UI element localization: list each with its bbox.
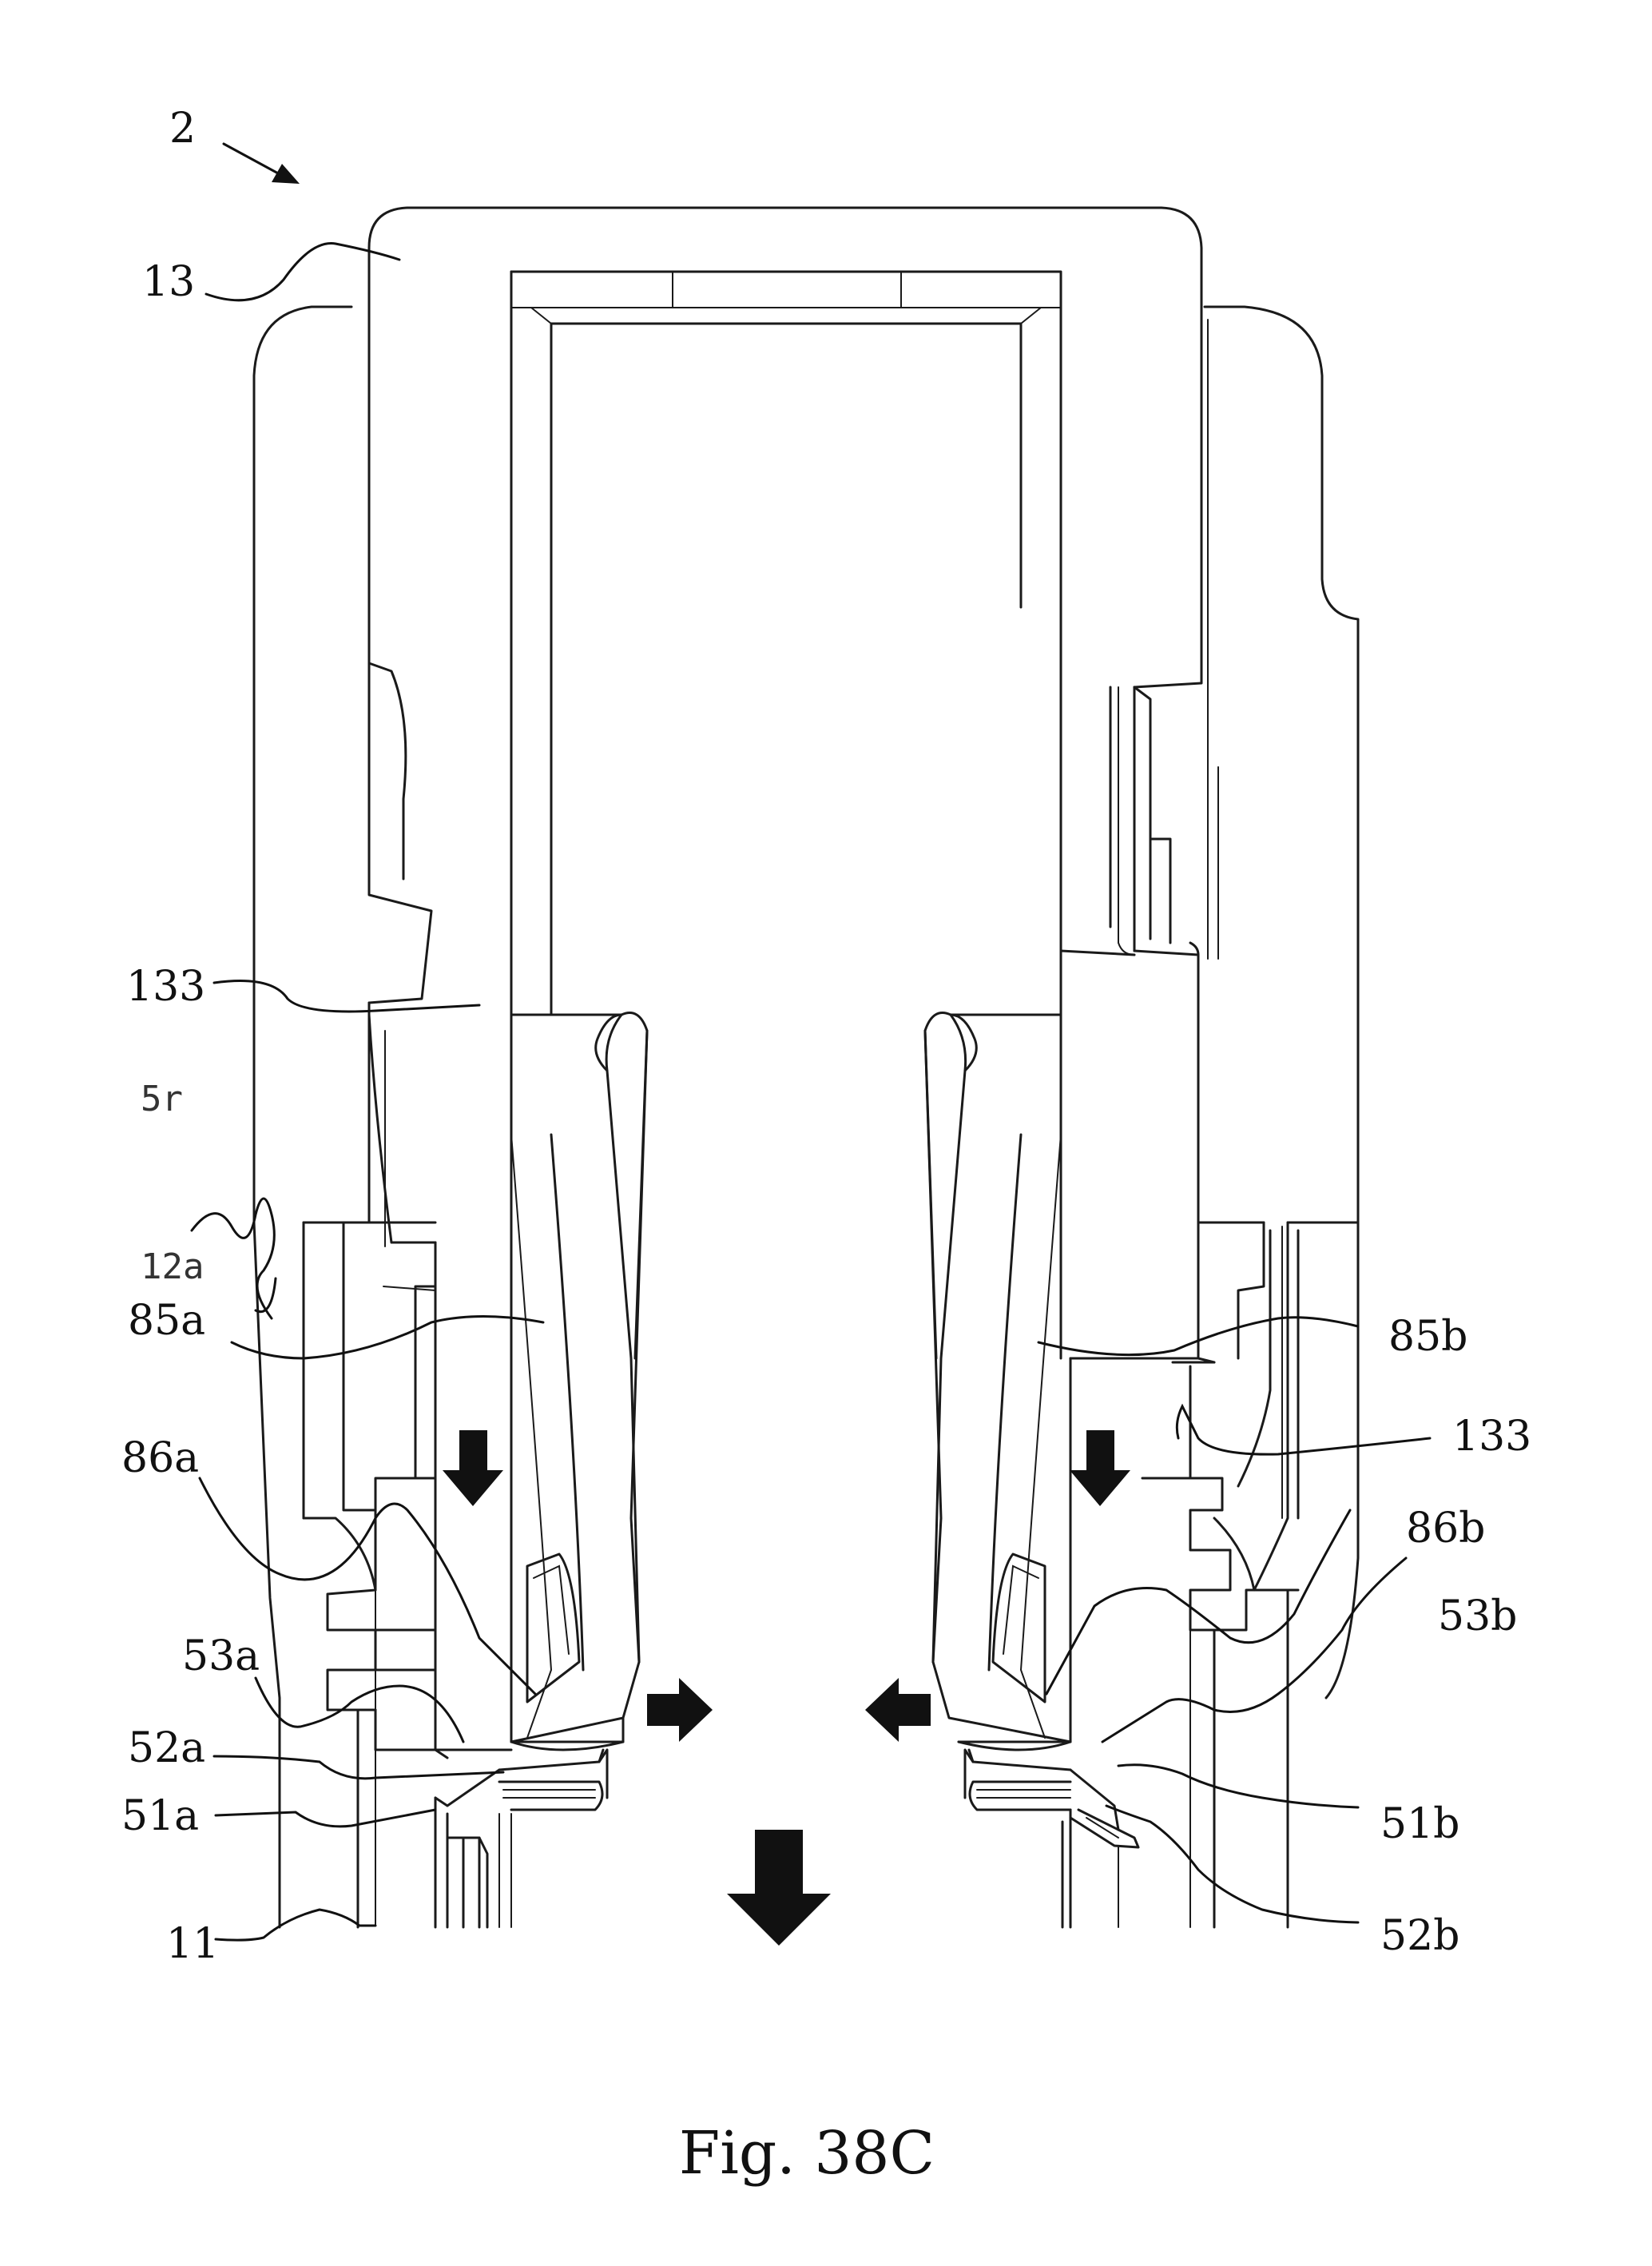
label-52b: 52b xyxy=(1380,1912,1459,1960)
down-arrow-left xyxy=(443,1430,503,1506)
label-53a: 53a xyxy=(182,1632,260,1680)
label-51b: 51b xyxy=(1380,1800,1459,1848)
outer-housing xyxy=(252,305,1360,1929)
label-85b: 85b xyxy=(1388,1313,1467,1361)
label-133-left: 133 xyxy=(126,963,205,1011)
left-arrow xyxy=(865,1678,931,1742)
label-53b: 53b xyxy=(1438,1592,1517,1640)
label-133-right: 133 xyxy=(1452,1413,1531,1461)
leader-lines xyxy=(190,242,1432,1942)
label-13: 13 xyxy=(142,258,195,306)
label-2: 2 xyxy=(169,105,196,153)
label-86a: 86a xyxy=(121,1434,199,1482)
right-flex-arm xyxy=(923,1012,1200,1751)
right-inner-wall xyxy=(1059,949,1300,1929)
left-catch xyxy=(434,1748,609,1929)
label-85a: 85a xyxy=(128,1297,205,1345)
down-arrow-right xyxy=(1070,1430,1130,1506)
reference-labels: 2 13 133 5r 12a 85a 86a 53a 52a 51a 11 8… xyxy=(121,105,1531,1968)
right-catch xyxy=(963,1748,1140,1929)
left-flex-arm xyxy=(510,1012,649,1751)
assembly-pointer xyxy=(222,142,300,184)
label-5r: 5r xyxy=(141,1079,183,1119)
left-inner-wall xyxy=(302,662,513,1929)
motion-arrows xyxy=(443,1430,1130,1946)
label-86b: 86b xyxy=(1406,1505,1485,1552)
right-arrow xyxy=(647,1678,713,1742)
label-52a: 52a xyxy=(128,1724,205,1772)
label-11: 11 xyxy=(166,1920,219,1968)
label-51a: 51a xyxy=(121,1792,199,1840)
cap-sleeve xyxy=(302,206,1203,1520)
big-down-arrow xyxy=(727,1830,831,1946)
label-12a: 12a xyxy=(141,1246,204,1287)
figure-caption: Fig. 38C xyxy=(679,2119,935,2188)
